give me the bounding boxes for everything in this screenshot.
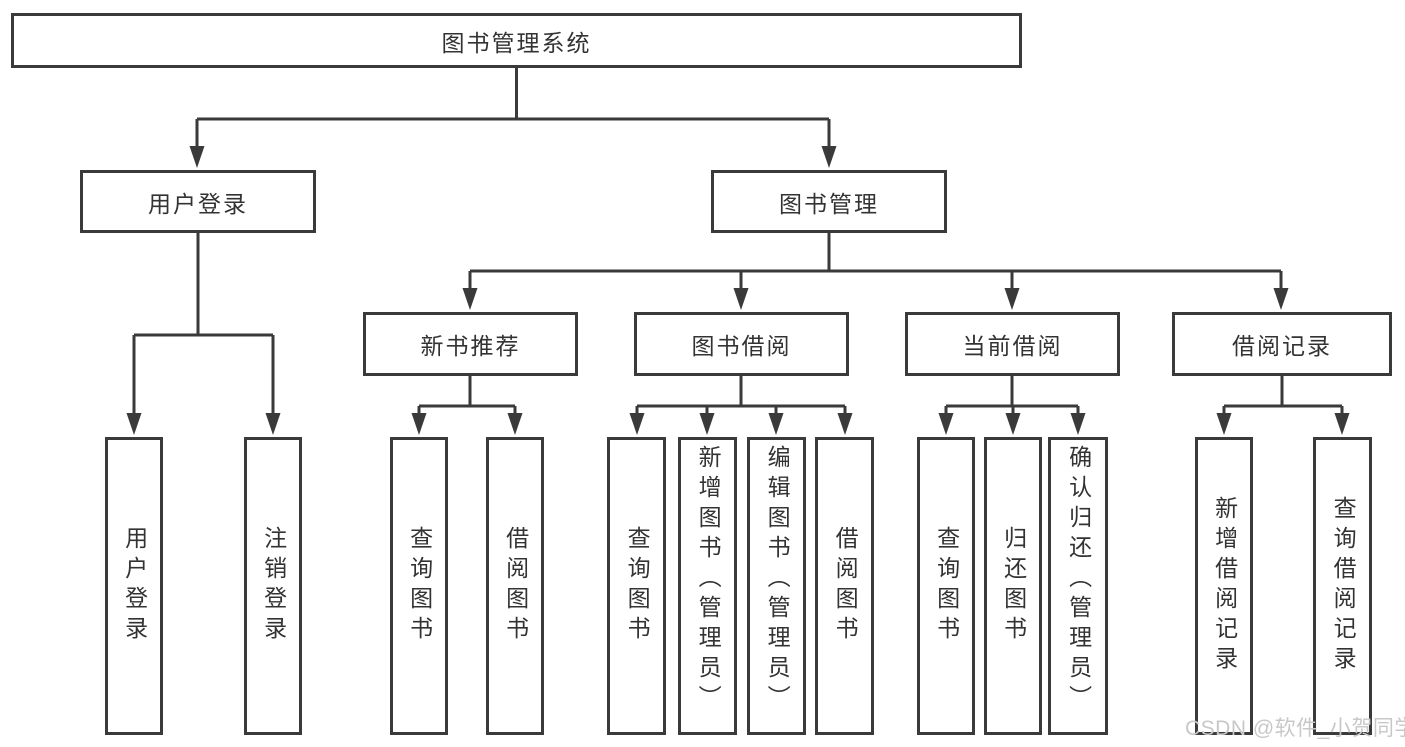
edge-root-to-level1 — [189, 68, 837, 168]
edge-newbookrec-to-leaves — [411, 376, 523, 435]
csdn-watermark: CSDN @软件_小贺同学 — [1185, 717, 1405, 740]
leaf-bb-add-book-admin-label: 新增图书（管理员） — [695, 445, 722, 715]
leaf-bb-edit-book-admin-label: 编辑图书（管理员） — [764, 445, 791, 715]
leaf-rec-query-book: 查询图书 — [390, 437, 448, 735]
leaf-bb-borrow-book: 借阅图书 — [815, 437, 874, 735]
leaf-cb-return-book: 归还图书 — [984, 437, 1042, 735]
leaf-user-login: 用户登录 — [105, 437, 163, 735]
leaf-logout: 注销登录 — [244, 437, 302, 735]
node-book-management-label: 图书管理 — [779, 190, 879, 217]
leaf-rec-borrow-book-label: 借阅图书 — [502, 526, 529, 646]
leaf-br-query-record: 查询借阅记录 — [1313, 437, 1372, 735]
node-borrow-records: 借阅记录 — [1172, 312, 1392, 376]
leaf-br-add-record-label: 新增借阅记录 — [1211, 496, 1238, 676]
leaf-cb-confirm-return-admin: 确认归还（管理员） — [1048, 437, 1108, 735]
leaf-br-query-record-label: 查询借阅记录 — [1330, 496, 1357, 676]
leaf-bb-add-book-admin: 新增图书（管理员） — [678, 437, 737, 735]
node-book-borrow-label: 图书借阅 — [691, 333, 792, 359]
leaf-bb-edit-book-admin: 编辑图书（管理员） — [747, 437, 806, 735]
edge-userlogin-to-leaves — [126, 233, 281, 435]
node-book-management: 图书管理 — [711, 170, 947, 233]
leaf-br-add-record: 新增借阅记录 — [1195, 437, 1253, 735]
leaf-cb-query-book-label: 查询图书 — [933, 526, 960, 646]
node-user-login-label: 用户登录 — [148, 190, 248, 217]
node-new-book-recommend-label: 新书推荐 — [420, 333, 521, 359]
edge-bookborrow-to-leaves — [629, 376, 853, 435]
leaf-cb-confirm-return-admin-label: 确认归还（管理员） — [1065, 445, 1092, 715]
leaf-user-login-label: 用户登录 — [121, 526, 148, 646]
leaf-cb-return-book-label: 归还图书 — [1000, 526, 1027, 646]
node-book-borrow: 图书借阅 — [634, 312, 849, 376]
node-user-login: 用户登录 — [80, 170, 316, 233]
node-root: 图书管理系统 — [11, 13, 1022, 68]
node-current-borrow: 当前借阅 — [905, 312, 1120, 376]
node-root-label: 图书管理系统 — [441, 29, 592, 56]
leaf-cb-query-book: 查询图书 — [917, 437, 975, 735]
leaf-bb-query-book: 查询图书 — [607, 437, 666, 735]
leaf-bb-borrow-book-label: 借阅图书 — [832, 526, 859, 646]
node-current-borrow-label: 当前借阅 — [962, 333, 1063, 359]
edge-currentborrow-to-leaves — [938, 376, 1086, 435]
leaf-logout-label: 注销登录 — [260, 526, 287, 646]
leaf-rec-borrow-book: 借阅图书 — [486, 437, 544, 735]
node-borrow-records-label: 借阅记录 — [1232, 333, 1332, 359]
edge-borrowrecords-to-leaves — [1216, 376, 1350, 435]
node-new-book-recommend: 新书推荐 — [363, 312, 578, 376]
edge-bookmgmt-to-level2 — [462, 233, 1289, 310]
leaf-bb-query-book-label: 查询图书 — [624, 526, 651, 646]
leaf-rec-query-book-label: 查询图书 — [406, 526, 433, 646]
